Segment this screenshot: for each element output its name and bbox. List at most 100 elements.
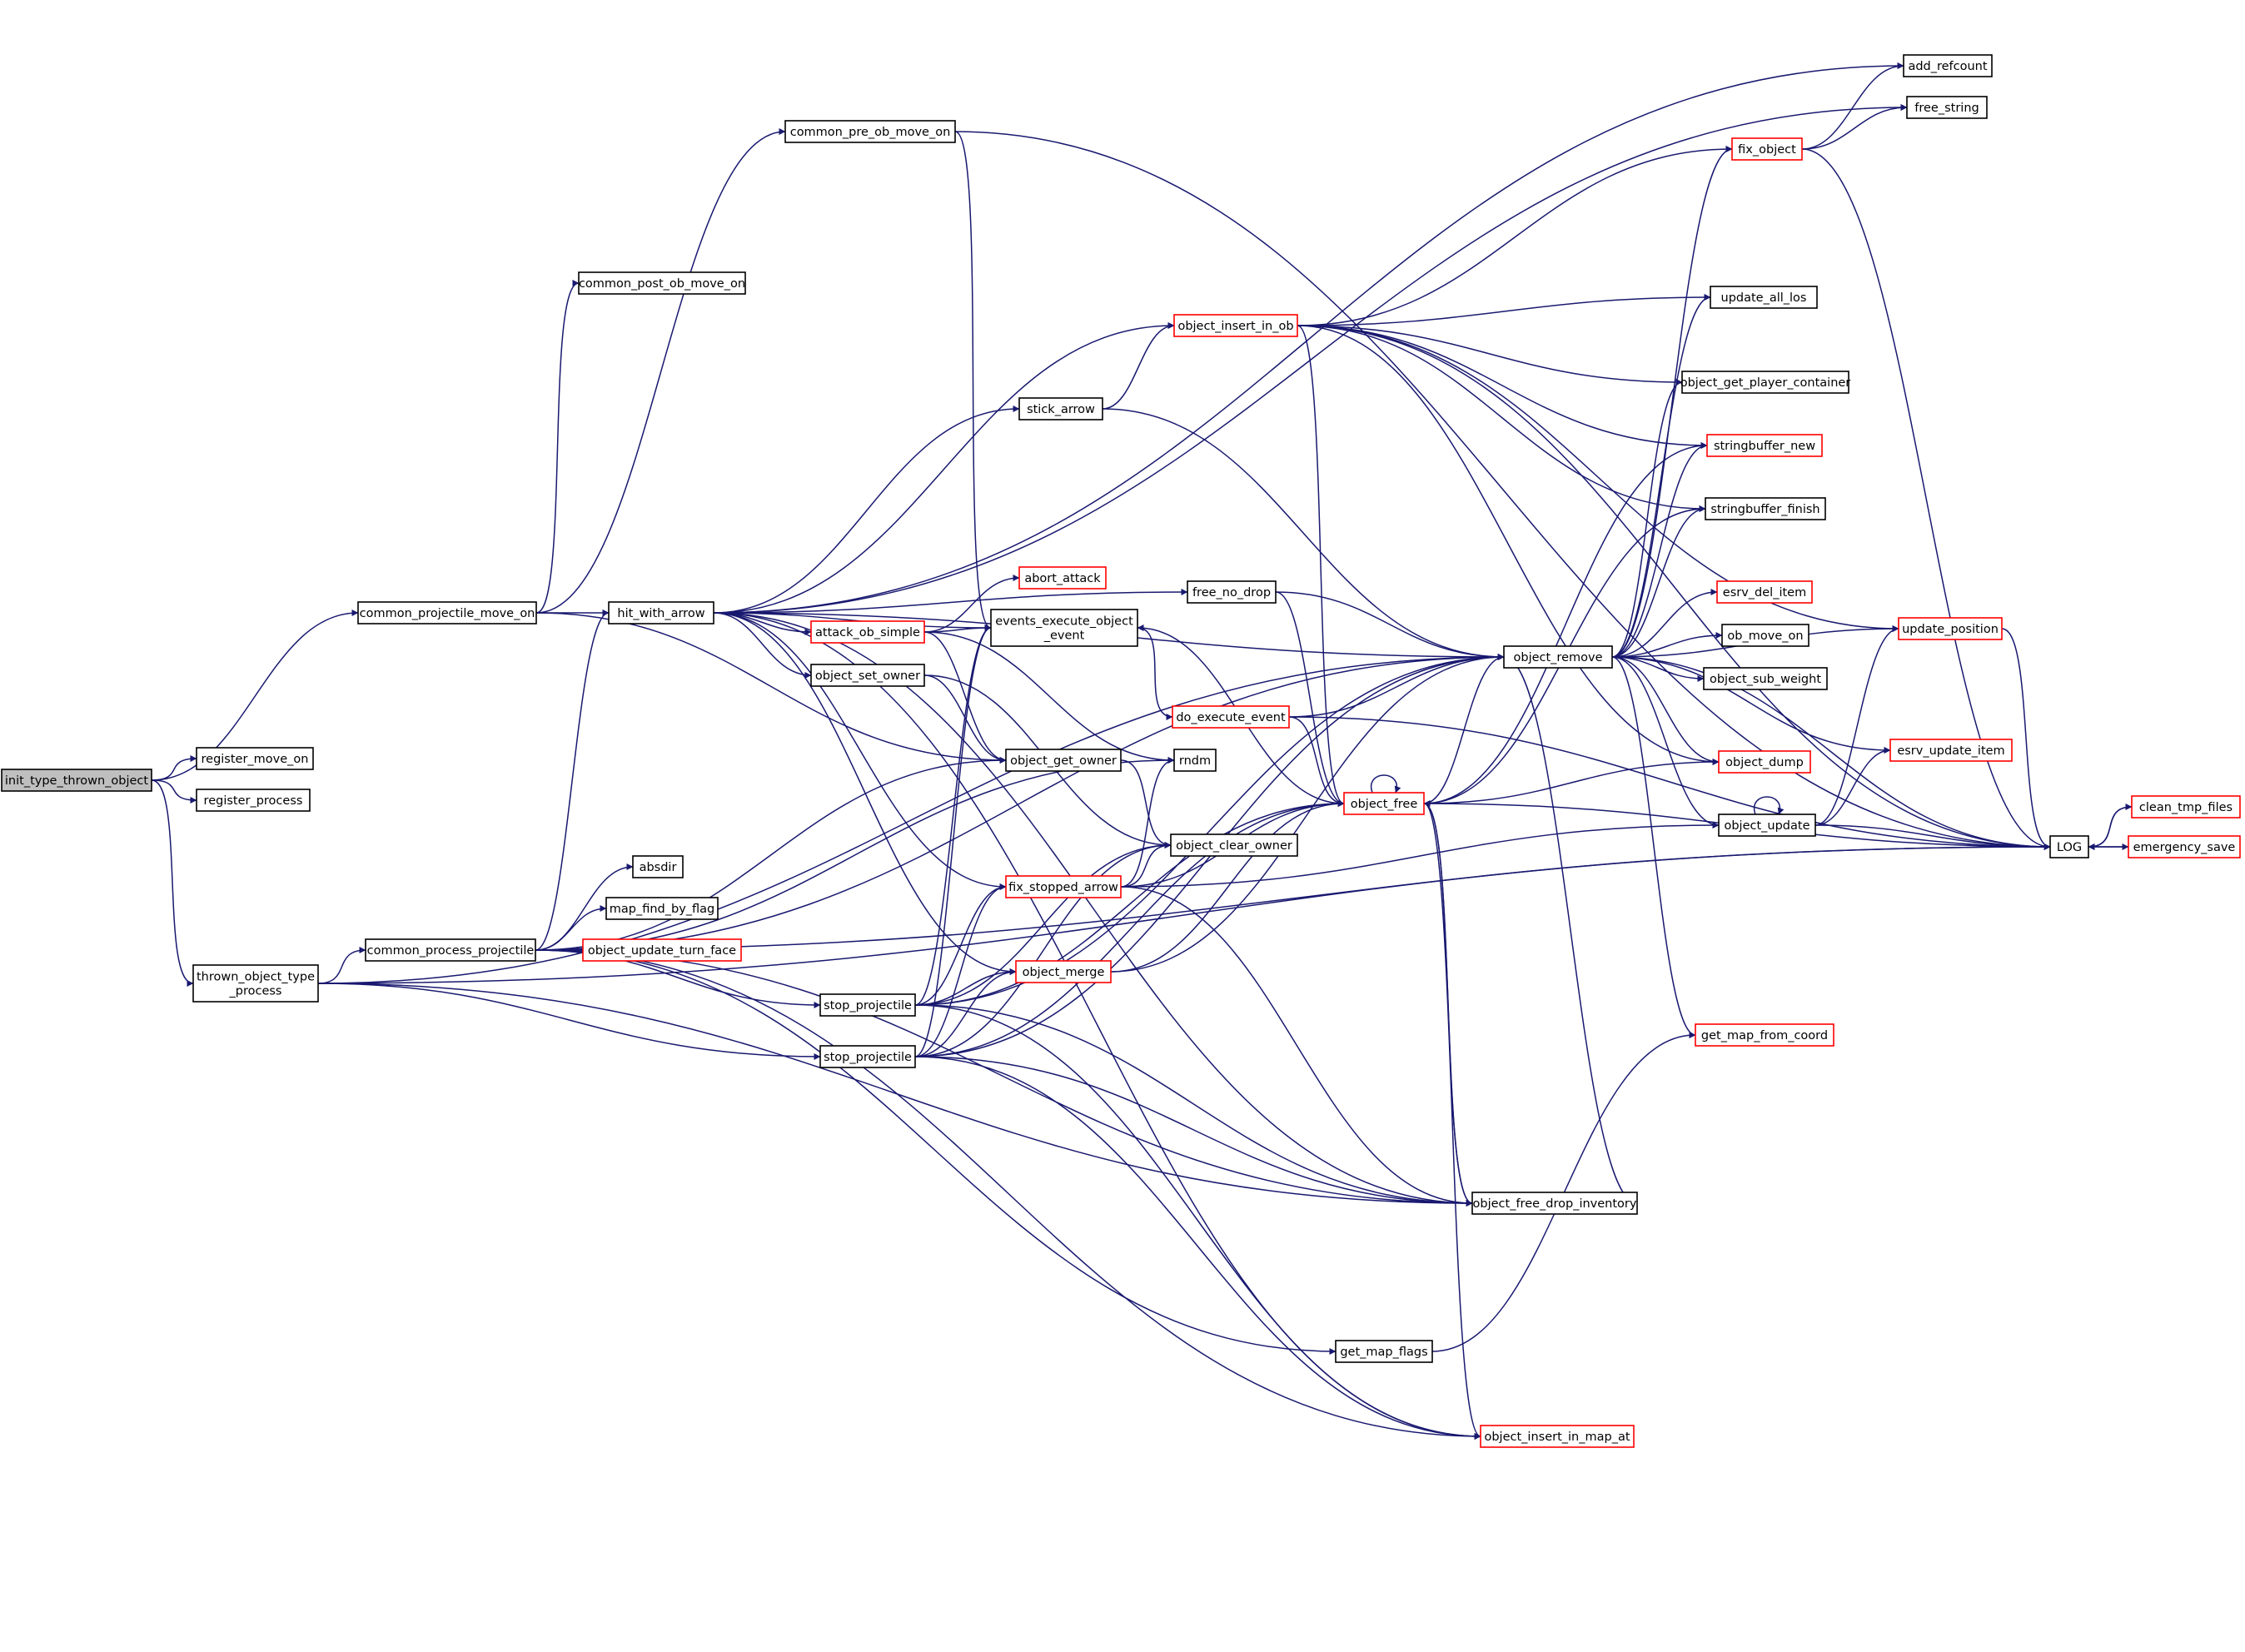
edge-attack_ob_simple-to-object_get_owner <box>923 631 1007 764</box>
edge-common_projectile_move_on-to-common_post_ob_move_on <box>535 280 580 614</box>
node-box-stringbuffer_finish <box>1705 497 1826 520</box>
node-box-update_position <box>1898 617 2003 640</box>
node-object_set_owner[interactable]: object_set_owner <box>810 664 925 687</box>
node-hit_with_arrow[interactable]: hit_with_arrow <box>608 601 714 624</box>
node-esrv_update_item[interactable]: esrv_update_item <box>1889 739 2013 762</box>
node-label-abort_attack: abort_attack <box>1024 572 1101 585</box>
node-fix_object[interactable]: fix_object <box>1731 137 1803 161</box>
node-stringbuffer_finish[interactable]: stringbuffer_finish <box>1705 497 1826 520</box>
node-object_update[interactable]: object_update <box>1718 814 1816 837</box>
node-label-stop_projectile_1: stop_projectile <box>824 999 912 1013</box>
node-label-common_post_ob_move_on: common_post_ob_move_on <box>579 277 745 291</box>
edge-init_type_thrown_object-to-register_move_on <box>151 755 197 781</box>
node-box-free_no_drop <box>1187 580 1277 604</box>
node-map_find_by_flag[interactable]: map_find_by_flag <box>605 897 719 920</box>
node-object_remove[interactable]: object_remove <box>1503 645 1613 669</box>
edge-stop_projectile_2-to-object_merge <box>914 968 1017 1057</box>
node-stick_arrow[interactable]: stick_arrow <box>1018 397 1103 420</box>
edge-stop_projectile_1-to-object_free_drop_inventory <box>914 1004 1473 1207</box>
node-label-common_projectile_move_on: common_projectile_move_on <box>360 607 535 620</box>
node-box-emergency_save <box>2128 835 2241 858</box>
node-LOG[interactable]: LOG <box>2049 835 2089 858</box>
node-stop_projectile_1[interactable]: stop_projectile <box>819 993 916 1017</box>
node-free_string[interactable]: free_string <box>1906 96 1988 119</box>
edge-hit_with_arrow-to-fix_stopped_arrow <box>713 612 1007 890</box>
edge-object_insert_in_ob-to-stringbuffer_new <box>1297 325 1708 449</box>
node-label-stringbuffer_finish: stringbuffer_finish <box>1710 503 1819 516</box>
node-box-init_type_thrown_object <box>1 769 152 792</box>
edge-do_execute_event-to-object_free <box>1288 716 1345 807</box>
edge-common_process_projectile-to-object_insert_in_map_at <box>535 949 1481 1440</box>
node-box-map_find_by_flag <box>605 897 719 920</box>
node-update_all_los[interactable]: update_all_los <box>1710 286 1818 309</box>
edge-object_insert_in_ob-to-stringbuffer_finish <box>1297 325 1706 512</box>
node-box-hit_with_arrow <box>608 601 714 624</box>
node-absdir[interactable]: absdir <box>632 855 684 878</box>
edge-stop_projectile_1-to-object_free <box>914 800 1345 1006</box>
node-label-object_insert_in_ob: object_insert_in_ob <box>1177 320 1293 333</box>
node-attack_ob_simple[interactable]: attack_ob_simple <box>810 620 925 644</box>
node-object_dump[interactable]: object_dump <box>1718 750 1811 774</box>
node-common_pre_ob_move_on[interactable]: common_pre_ob_move_on <box>784 120 956 143</box>
node-object_free_drop_inventory[interactable]: object_free_drop_inventory <box>1471 1192 1638 1215</box>
node-object_insert_in_ob[interactable]: object_insert_in_ob <box>1173 314 1298 337</box>
node-ob_move_on[interactable]: ob_move_on <box>1721 624 1809 647</box>
node-register_process[interactable]: register_process <box>196 789 311 812</box>
node-box-abort_attack <box>1018 566 1107 590</box>
edge-update_position-to-LOG <box>2001 628 2051 850</box>
node-esrv_del_item[interactable]: esrv_del_item <box>1716 580 1813 604</box>
node-label-object_free_drop_inventory: object_free_drop_inventory <box>1473 1197 1637 1211</box>
node-emergency_save[interactable]: emergency_save <box>2128 835 2241 858</box>
edge-thrown_object_type_process-to-common_process_projectile <box>317 947 366 984</box>
node-fix_stopped_arrow[interactable]: fix_stopped_arrow <box>1005 875 1122 898</box>
edge-stop_projectile_2-to-object_insert_in_map_at <box>914 1056 1481 1440</box>
edge-object_remove-to-LOG <box>1611 656 2051 850</box>
edge-hit_with_arrow-to-add_refcount <box>713 62 1904 614</box>
edge-object_remove-to-object_get_player_container <box>1611 379 1683 658</box>
node-label-object_merge: object_merge <box>1023 966 1105 979</box>
node-object_sub_weight[interactable]: object_sub_weight <box>1703 667 1828 690</box>
node-stringbuffer_new[interactable]: stringbuffer_new <box>1706 434 1823 457</box>
node-thrown_object_type_process[interactable]: thrown_object_type_process <box>192 964 319 1003</box>
node-free_no_drop[interactable]: free_no_drop <box>1187 580 1277 604</box>
node-add_refcount[interactable]: add_refcount <box>1903 54 1993 77</box>
node-box-events_execute_object_event <box>990 609 1138 647</box>
node-rndm[interactable]: rndm <box>1173 749 1217 772</box>
node-clean_tmp_files[interactable]: clean_tmp_files <box>2131 795 2241 819</box>
node-get_map_flags[interactable]: get_map_flags <box>1335 1340 1433 1363</box>
edge-fix_object-to-add_refcount <box>1801 62 1904 150</box>
edge-free_no_drop-to-object_remove <box>1275 591 1505 660</box>
node-common_projectile_move_on[interactable]: common_projectile_move_on <box>357 601 537 624</box>
node-object_clear_owner[interactable]: object_clear_owner <box>1170 833 1298 857</box>
node-box-thrown_object_type_process <box>192 964 319 1003</box>
edge-object_free-to-object_insert_in_map_at <box>1423 803 1481 1440</box>
node-stop_projectile_2[interactable]: stop_projectile <box>819 1045 916 1068</box>
node-box-object_set_owner <box>810 664 925 687</box>
edge-events_execute_object_event-to-do_execute_event <box>1137 627 1173 720</box>
node-object_get_player_container[interactable]: object_get_player_container <box>1680 371 1851 394</box>
node-label-object_set_owner: object_set_owner <box>815 669 920 683</box>
node-init_type_thrown_object[interactable]: init_type_thrown_object <box>1 769 152 792</box>
node-label-register_process: register_process <box>204 794 303 808</box>
node-object_merge[interactable]: object_merge <box>1015 960 1112 983</box>
node-label-get_map_from_coord: get_map_from_coord <box>1701 1029 1828 1042</box>
node-common_process_projectile[interactable]: common_process_projectile <box>365 938 536 962</box>
node-events_execute_object_event[interactable]: events_execute_object_event <box>990 609 1138 647</box>
node-object_free[interactable]: object_free <box>1343 792 1425 815</box>
node-object_insert_in_map_at[interactable]: object_insert_in_map_at <box>1480 1425 1635 1448</box>
node-object_get_owner[interactable]: object_get_owner <box>1005 749 1122 772</box>
node-label-get_map_flags: get_map_flags <box>1340 1346 1427 1359</box>
node-abort_attack[interactable]: abort_attack <box>1018 566 1107 590</box>
node-object_update_turn_face[interactable]: object_update_turn_face <box>582 938 742 962</box>
node-box-LOG <box>2049 835 2089 858</box>
edge-free_no_drop-to-object_free <box>1275 591 1345 807</box>
edge-object_insert_in_ob-to-fix_object <box>1297 146 1733 326</box>
node-register_move_on[interactable]: register_move_on <box>196 747 314 770</box>
node-get_map_from_coord[interactable]: get_map_from_coord <box>1695 1023 1834 1047</box>
node-box-object_get_owner <box>1005 749 1122 772</box>
edge-common_pre_ob_move_on-to-LOG <box>954 131 2051 850</box>
node-update_position[interactable]: update_position <box>1898 617 2003 640</box>
node-common_post_ob_move_on[interactable]: common_post_ob_move_on <box>578 271 746 295</box>
node-do_execute_event[interactable]: do_execute_event <box>1172 705 1290 729</box>
node-box-absdir <box>632 855 684 878</box>
